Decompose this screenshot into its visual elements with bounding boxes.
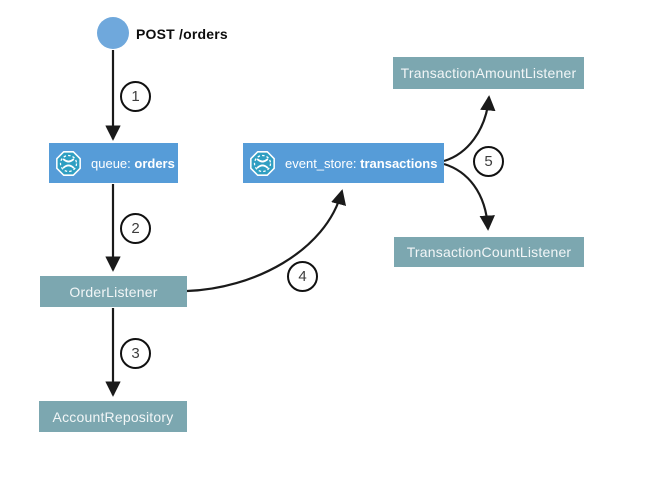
queue-prefix: queue: — [91, 155, 135, 171]
eventstore-prefix: event_store: — [285, 155, 361, 171]
queue-label: queue: orders — [91, 156, 175, 171]
step-badge-5: 5 — [473, 146, 504, 177]
step-badge-4: 4 — [287, 261, 318, 292]
node-eventstore-transactions: event_store: transactions — [243, 143, 444, 183]
transaction-amount-listener-label: TransactionAmountListener — [400, 65, 577, 81]
arrow-eventstore-to-countlistener — [443, 162, 495, 231]
entry-label: POST /orders — [136, 26, 228, 42]
step-badge-2: 2 — [120, 213, 151, 244]
queue-name: orders — [134, 155, 175, 171]
node-queue-orders: queue: orders — [49, 143, 178, 183]
event-bus-octagon-icon — [56, 150, 81, 176]
post-entry-dot — [97, 17, 129, 49]
event-bus-octagon-icon — [250, 150, 275, 176]
node-order-listener: OrderListener — [40, 276, 187, 307]
node-transaction-count-listener: TransactionCountListener — [394, 237, 584, 267]
arrow-eventstore-to-amountlistener — [443, 95, 496, 163]
node-account-repository: AccountRepository — [39, 401, 187, 432]
step-badge-3: 3 — [120, 338, 151, 369]
eventstore-name: transactions — [360, 155, 438, 171]
step-badge-1: 1 — [120, 81, 151, 112]
order-listener-label: OrderListener — [69, 283, 158, 300]
eventstore-label: event_store: transactions — [285, 156, 437, 171]
transaction-count-listener-label: TransactionCountListener — [406, 244, 572, 260]
arrow-orderlistener-to-eventstore — [186, 189, 347, 293]
account-repository-label: AccountRepository — [52, 408, 174, 425]
node-transaction-amount-listener: TransactionAmountListener — [393, 57, 584, 89]
